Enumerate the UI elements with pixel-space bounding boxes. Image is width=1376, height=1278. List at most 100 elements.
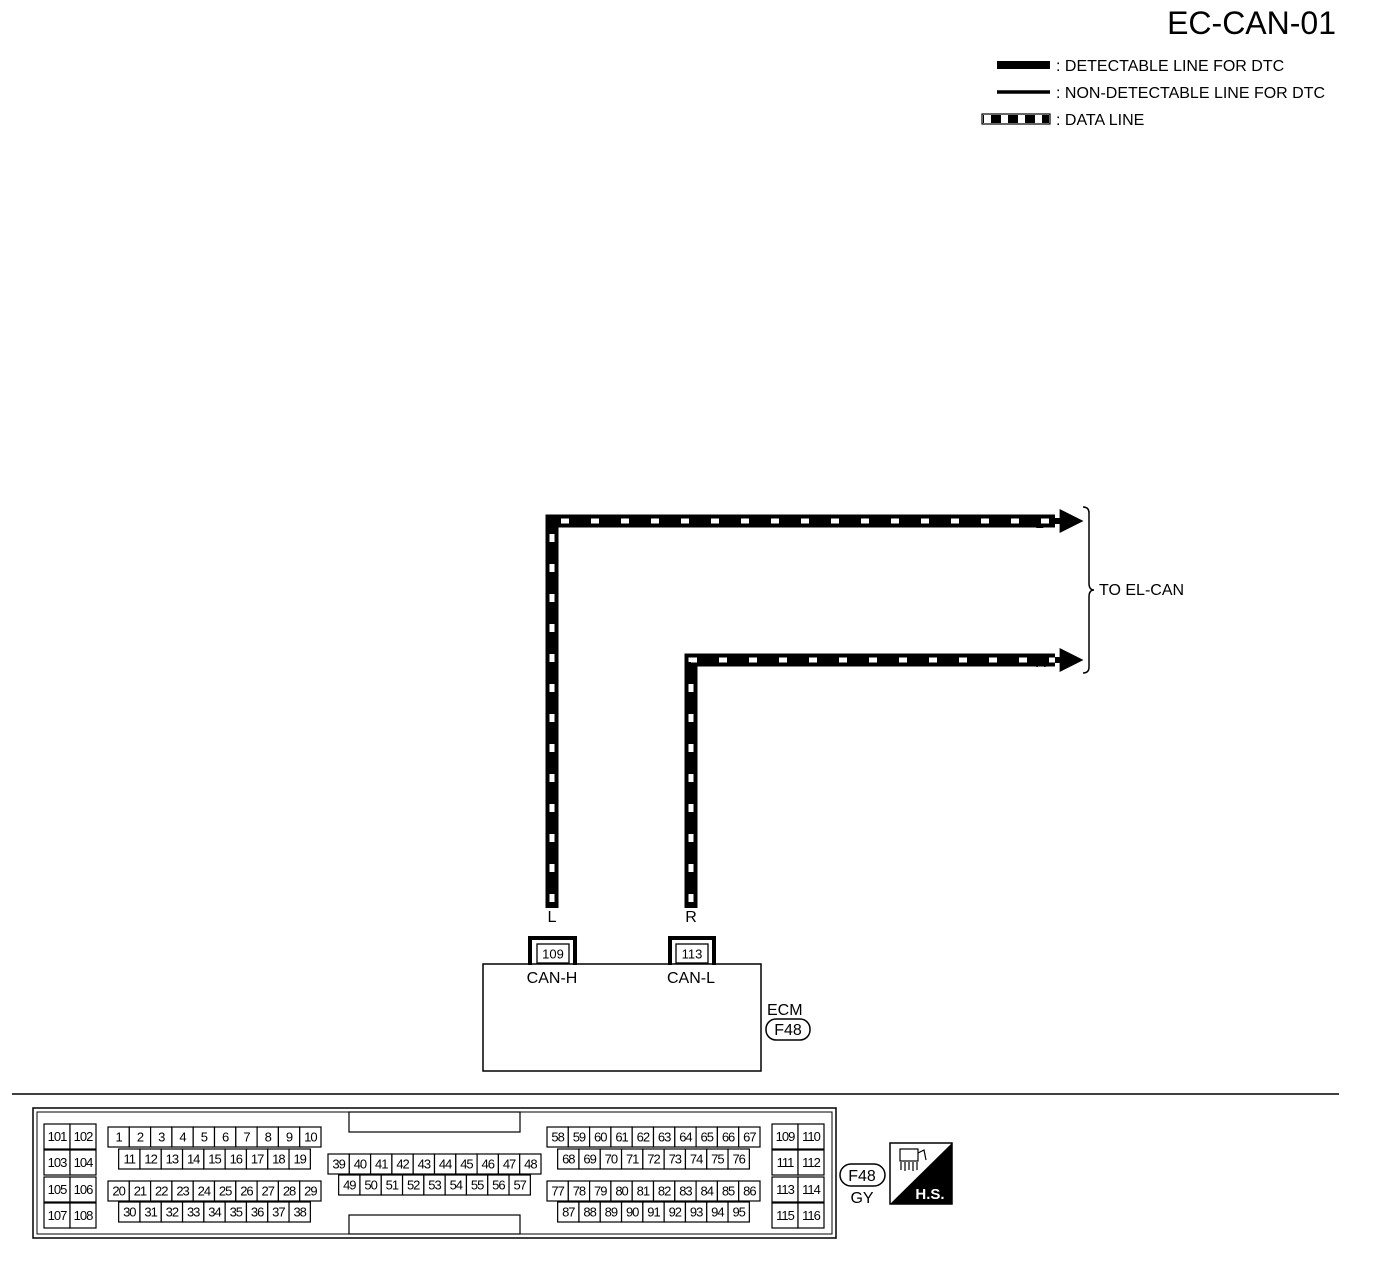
connector-pin-number: 1	[116, 1129, 123, 1144]
connector-pin-number: 17	[251, 1151, 264, 1166]
connector-pin: 8	[256, 1126, 280, 1148]
connector-pin-number: 95	[732, 1204, 745, 1219]
connector-pin-number: 64	[679, 1129, 692, 1144]
connector-pin-cell	[797, 1123, 825, 1150]
connector-pin: 47	[497, 1153, 521, 1175]
connector-pin: 43	[412, 1153, 436, 1175]
connector-pin-number: 3	[158, 1129, 165, 1144]
connector-pin-cell	[797, 1149, 825, 1176]
connector-pin: 81	[631, 1180, 655, 1202]
connector-pin: 29	[299, 1180, 322, 1202]
can-h-color-code-bottom: L	[548, 909, 557, 926]
connector-pin-cell	[43, 1149, 71, 1176]
connector-pin-number: 88	[583, 1204, 596, 1219]
connector-pin: 67	[738, 1126, 761, 1148]
connector-pin: 73	[663, 1148, 687, 1170]
connector-pin-cell	[519, 1153, 542, 1175]
connector-pin-number: 57	[513, 1177, 526, 1192]
connector-pin-number: 85	[722, 1183, 735, 1198]
connector-pin-number: 8	[265, 1129, 272, 1144]
harness-side-icon	[899, 1148, 927, 1171]
connector-pin: 31	[139, 1201, 162, 1223]
connector-pin-number: 113	[776, 1182, 794, 1197]
connector-pin: 34	[203, 1201, 226, 1223]
connector-pin: 82	[652, 1180, 676, 1202]
connector-pin: 48	[519, 1153, 542, 1175]
connector-pin-number: 59	[573, 1129, 586, 1144]
connector-pin: 27	[256, 1180, 280, 1202]
connector-pin-number: 7	[243, 1129, 250, 1144]
legend-detectable: : DETECTABLE LINE FOR DTC	[997, 58, 1284, 75]
connector-pin-number: 42	[396, 1156, 409, 1171]
connector-pin-number: 67	[743, 1129, 756, 1144]
top-latch	[348, 1111, 521, 1133]
connector-pin-number: 61	[615, 1129, 628, 1144]
connector-pin: 25	[213, 1180, 237, 1202]
connector-pin-number: 51	[386, 1177, 399, 1192]
connector-pin: 104	[69, 1149, 97, 1176]
connector-pin-number: 81	[637, 1183, 650, 1198]
connector-pin-number: 78	[573, 1183, 586, 1198]
ecm-terminal-109: 109 CAN-H	[527, 936, 578, 987]
face-connector-badge	[839, 1163, 886, 1187]
ecm-box	[482, 963, 762, 1072]
connector-pin-number: 14	[187, 1151, 200, 1166]
connector-pin-number: 86	[743, 1183, 756, 1198]
connector-pin: 22	[150, 1180, 173, 1202]
connector-pin-number: 77	[551, 1183, 564, 1198]
connector-pin: 52	[401, 1174, 425, 1196]
connector-pin-number: 89	[605, 1204, 618, 1219]
connector-pin: 105	[43, 1176, 71, 1203]
connector-pin-number: 65	[701, 1129, 714, 1144]
connector-pin: 51	[380, 1174, 404, 1196]
connector-pin: 17	[245, 1148, 269, 1170]
connector-pin-number: 9	[286, 1129, 293, 1144]
connector-pin: 16	[224, 1148, 248, 1170]
connector-pin-number: 39	[332, 1156, 345, 1171]
connector-pin-cell	[69, 1176, 97, 1203]
connector-pin-number: 34	[208, 1204, 221, 1219]
connector-pin: 62	[631, 1126, 655, 1148]
connector-pin-number: 110	[802, 1129, 820, 1144]
connector-pin: 90	[620, 1201, 644, 1223]
connector-pin: 60	[588, 1126, 612, 1148]
terminal-number: 113	[682, 946, 703, 961]
connector-pin: 78	[567, 1180, 591, 1202]
connector-pin: 86	[738, 1180, 761, 1202]
connector-pin: 75	[706, 1148, 729, 1170]
connector-pin-number: 43	[418, 1156, 431, 1171]
legend: : DETECTABLE LINE FOR DTC : NON-DETECTAB…	[981, 58, 1325, 129]
connector-pin: 102	[69, 1123, 97, 1150]
connector-pin-cell	[727, 1201, 750, 1223]
connector-pin-number: 25	[219, 1183, 232, 1198]
connector-pin: 18	[267, 1148, 290, 1170]
brace-icon	[1082, 506, 1095, 674]
connector-pin: 37	[267, 1201, 290, 1223]
connector-pin: 12	[139, 1148, 162, 1170]
connector-pin: 54	[444, 1174, 468, 1196]
connector-pin: 35	[224, 1201, 248, 1223]
connector-pin-number: 18	[272, 1151, 285, 1166]
connector-pin-number: 91	[647, 1204, 660, 1219]
connector-pin-number: 82	[658, 1183, 671, 1198]
hs-label: H.S.	[915, 1186, 944, 1203]
connector-pin: 55	[465, 1174, 489, 1196]
connector-pin-number: 13	[166, 1151, 179, 1166]
terminal-signal: CAN-H	[527, 970, 578, 987]
legend-detectable-label: : DETECTABLE LINE FOR DTC	[1056, 58, 1284, 75]
connector-pin: 21	[128, 1180, 152, 1202]
connector-pin-number: 83	[679, 1183, 692, 1198]
connector-pin-number: 111	[777, 1155, 795, 1170]
connector-pin: 4	[171, 1126, 194, 1148]
connector-pin: 87	[557, 1201, 580, 1223]
connector-pin-number: 73	[669, 1151, 682, 1166]
ecm-terminal-113: 113 CAN-L	[667, 936, 716, 987]
connector-pin: 10	[299, 1126, 322, 1148]
connector-pin: 66	[716, 1126, 740, 1148]
connector-pin-number: 114	[802, 1182, 820, 1197]
connector-pin: 61	[610, 1126, 633, 1148]
connector-pin-number: 109	[776, 1129, 795, 1144]
connector-pin: 74	[684, 1148, 708, 1170]
connector-pin-number: 62	[637, 1129, 650, 1144]
